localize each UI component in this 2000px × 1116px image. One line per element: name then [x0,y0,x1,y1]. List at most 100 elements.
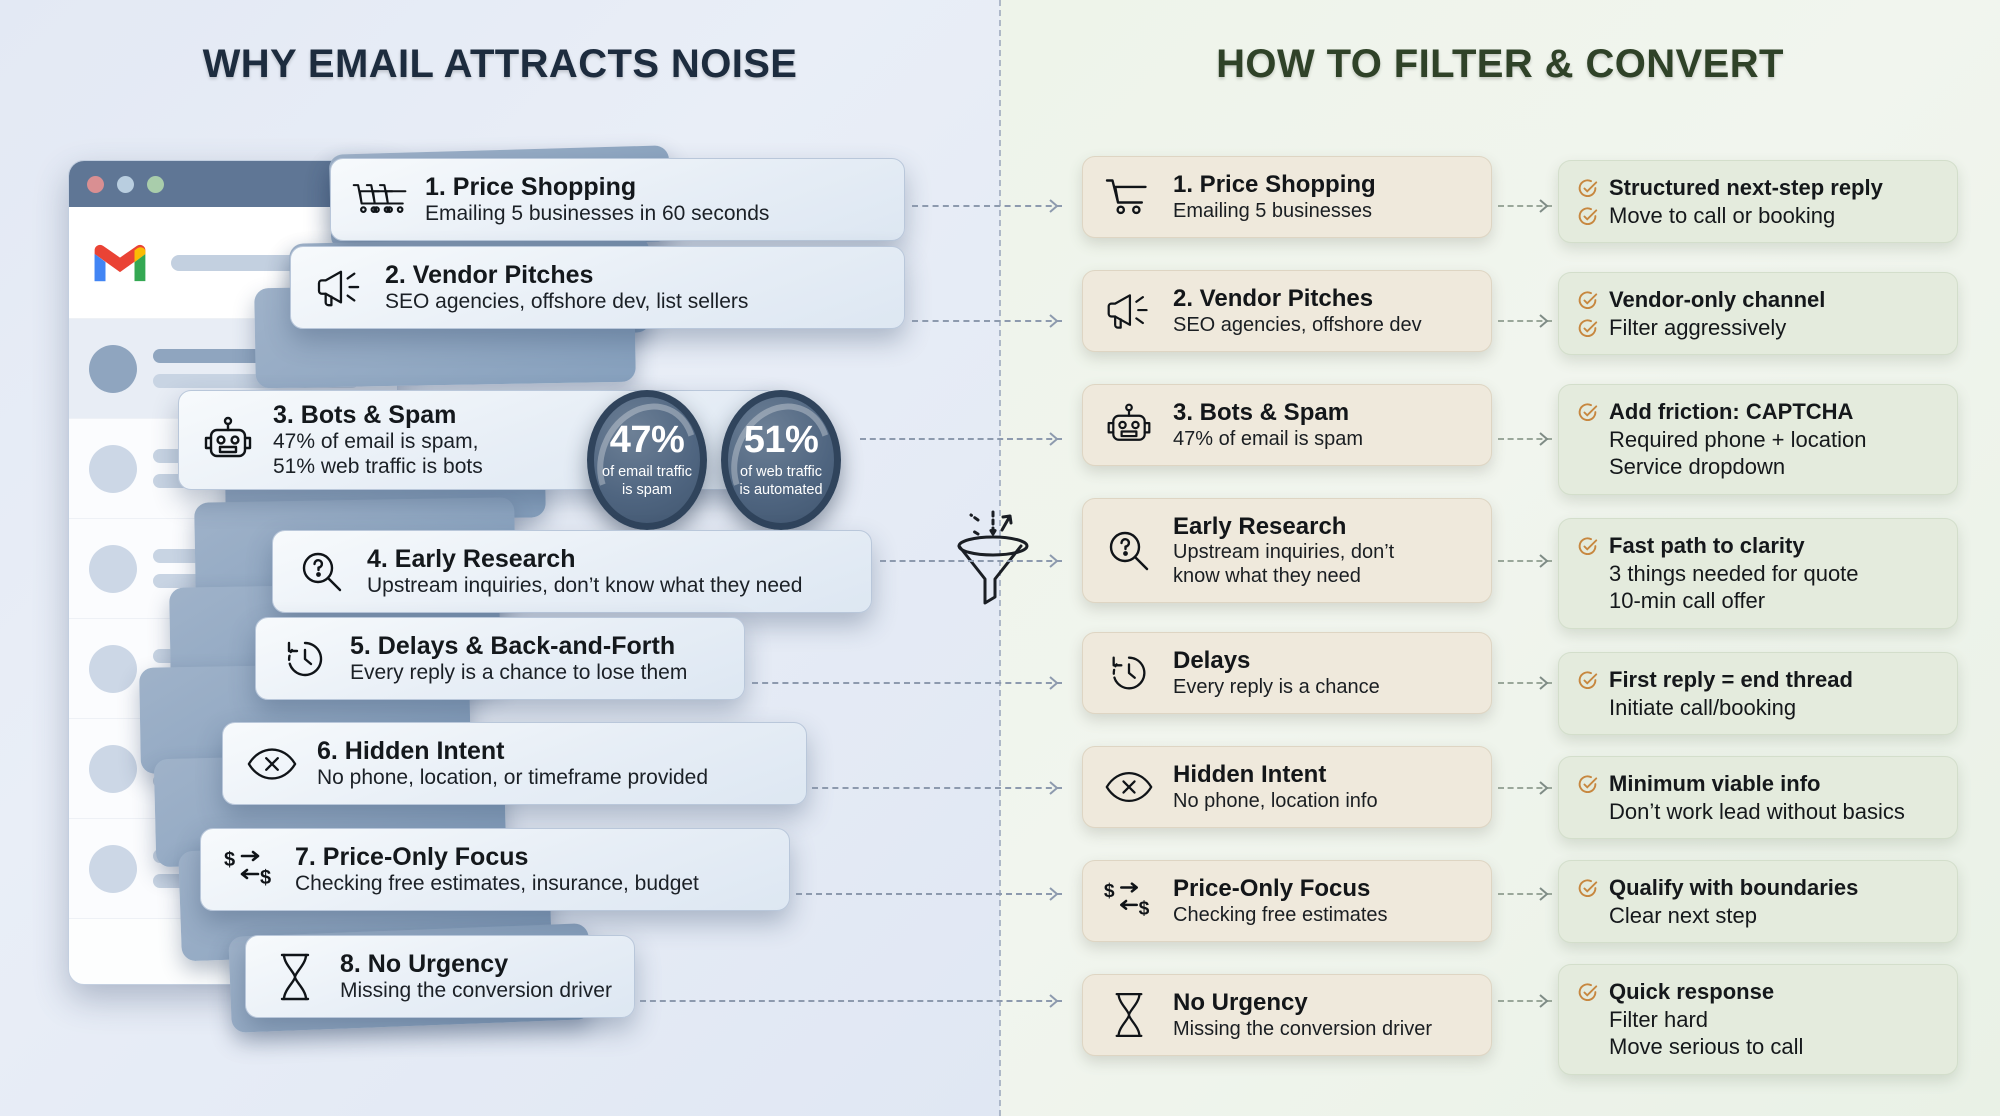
hourglass-icon [1101,989,1157,1041]
check-circle-icon [1578,775,1598,793]
issue-card-title: 1. Price Shopping [425,173,637,201]
issue-card-8[interactable]: 8. No Urgency Missing the conversion dri… [245,935,635,1019]
arrow-head-icon [1539,887,1549,901]
connector-arrow-8 [640,994,1062,1008]
stat-badge-web-bots: 51% of web traffic is automated [721,390,841,530]
dollar-exchange-icon: $ $ [1101,875,1157,927]
issue-card-subtitle: No phone, location, or timeframe provide… [317,766,709,789]
arrow-head-icon [1049,199,1059,213]
filter-card-subtitle: No phone, location info [1173,789,1378,812]
action-line: Filter aggressively [1577,314,1939,342]
action-text: Quick response [1609,979,1775,1004]
avatar [89,444,137,493]
connector-arrow-3 [860,432,1062,446]
dollar-exchange-icon: $ $ [221,844,279,896]
action-text: Move to call or booking [1609,202,1836,228]
filter-card-title: 2. Vendor Pitches [1173,285,1374,313]
issue-card-1[interactable]: 1. Price Shopping Emailing 5 businesses … [330,158,905,242]
action-text: Minimum viable info [1609,771,1821,796]
issue-card-title: 6. Hidden Intent [317,737,505,765]
avatar [89,544,137,593]
filter-card-5[interactable]: Delays Every reply is a chance [1082,632,1492,714]
panel-divider [999,0,1001,1116]
result-arrow-4 [1498,554,1552,568]
filter-card-subtitle: SEO agencies, offshore dev [1173,313,1422,336]
stat-caption-line2: is automated [739,481,823,498]
robot-icon [1101,399,1157,451]
avatar [89,744,137,793]
megaphone-icon [311,262,369,314]
action-card-6[interactable]: Minimum viable info Don’t work lead with… [1558,756,1958,839]
check-circle-icon [1578,403,1598,421]
action-line: Quick response [1577,978,1939,1006]
check-circle-icon [1578,671,1598,689]
issue-card-subtitle: Checking free estimates, insurance, budg… [295,872,699,895]
action-card-4[interactable]: Fast path to clarity 3 things needed for… [1558,518,1958,629]
stat-caption-line1: of email traffic [602,464,692,481]
stat-value: 47% [609,419,685,462]
arrow-head-icon [1049,432,1059,446]
issue-card-title: 8. No Urgency [340,950,509,978]
arrow-head-icon [1539,432,1549,446]
action-card-5[interactable]: First reply = end thread Initiate call/b… [1558,652,1958,735]
filter-card-subtitle: Missing the conversion driver [1173,1017,1432,1040]
action-line: Minimum viable info [1577,770,1939,798]
action-line: Move to call or booking [1577,202,1939,230]
filter-card-title: 3. Bots & Spam [1173,399,1350,427]
action-text: Don’t work lead without basics [1609,798,1905,824]
clock-rewind-icon [1101,647,1157,699]
connector-arrow-6 [812,781,1062,795]
issue-card-subtitle: Emailing 5 businesses in 60 seconds [425,202,770,225]
issue-card-5[interactable]: 5. Delays & Back-and-Forth Every reply i… [255,617,745,701]
issue-card-subtitle: Every reply is a chance to lose them [350,661,688,684]
filter-card-title: 1. Price Shopping [1173,171,1376,199]
arrow-head-icon [1049,554,1059,568]
arrow-head-icon [1539,314,1549,328]
action-text: First reply = end thread [1609,667,1853,692]
filter-card-subtitle: Checking free estimates [1173,903,1388,926]
action-card-7[interactable]: Qualify with boundaries Clear next step [1558,860,1958,943]
issue-card-title: 3. Bots & Spam [273,401,457,429]
filter-card-8[interactable]: No Urgency Missing the conversion driver [1082,974,1492,1056]
svg-text:$: $ [260,867,271,889]
svg-text:$: $ [1104,881,1115,902]
filter-card-title: Early Research [1173,513,1347,540]
filter-card-3[interactable]: 3. Bots & Spam 47% of email is spam [1082,384,1492,466]
action-text: Required phone + location [1609,426,1867,452]
filter-card-7[interactable]: $ $ Price-Only Focus Checking free estim… [1082,860,1492,942]
filter-card-6[interactable]: Hidden Intent No phone, location info [1082,746,1492,828]
action-card-1[interactable]: Structured next-step reply Move to call … [1558,160,1958,243]
action-card-2[interactable]: Vendor-only channel Filter aggressively [1558,272,1958,355]
issue-card-6[interactable]: 6. Hidden Intent No phone, location, or … [222,722,807,806]
filter-card-2[interactable]: 2. Vendor Pitches SEO agencies, offshore… [1082,270,1492,352]
issue-card-title: 7. Price-Only Focus [295,843,529,871]
result-arrow-6 [1498,781,1552,795]
action-line: Vendor-only channel [1577,286,1939,314]
arrow-head-icon [1539,554,1549,568]
shopping-carts-icon [351,174,409,226]
result-arrow-5 [1498,676,1552,690]
action-line: 10-min call offer [1577,587,1939,615]
issue-card-7[interactable]: $ $ 7. Price-Only Focus Checking free es… [200,828,790,912]
action-line: Clear next step [1577,902,1939,930]
maximize-dot-icon [147,175,164,193]
issue-card-4[interactable]: 4. Early Research Upstream inquiries, do… [272,530,872,614]
check-circle-icon [1578,291,1598,309]
action-card-3[interactable]: Add friction: CAPTCHA Required phone + l… [1558,384,1958,495]
close-dot-icon [87,175,104,193]
filter-card-subtitle: Upstream inquiries, don’t [1173,541,1395,564]
action-text: Move serious to call [1609,1034,1804,1059]
action-line: 3 things needed for quote [1577,560,1939,588]
clock-rewind-icon [276,633,334,685]
check-circle-icon [1578,318,1598,337]
arrow-head-icon [1539,199,1549,213]
stat-value: 51% [743,419,819,462]
filter-card-4[interactable]: Early Research Upstream inquiries, don’t… [1082,498,1492,604]
issue-card-2[interactable]: 2. Vendor Pitches SEO agencies, offshore… [290,246,905,330]
filter-card-title: No Urgency [1173,989,1308,1017]
avatar [89,344,137,393]
filter-card-1[interactable]: 1. Price Shopping Emailing 5 businesses [1082,156,1492,238]
issue-card-title: 2. Vendor Pitches [385,261,594,289]
issue-card-subtitle: 47% of email is spam, [273,430,479,453]
action-card-8[interactable]: Quick response Filter hard Move serious … [1558,964,1958,1075]
